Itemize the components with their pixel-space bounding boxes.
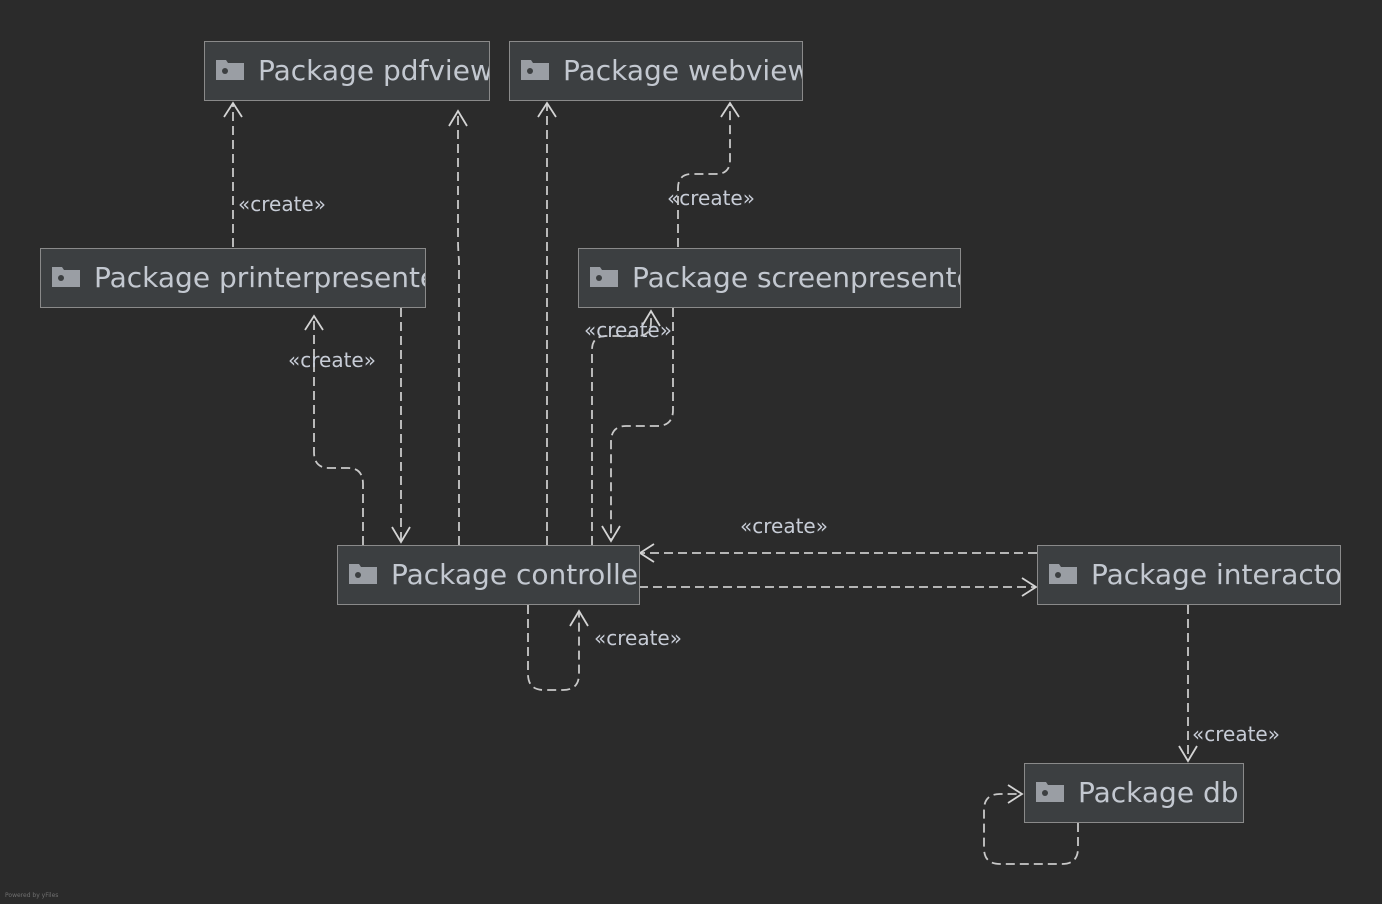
edge-label-interactor-db: «create»: [1192, 722, 1280, 746]
folder-package-icon: [1049, 564, 1077, 584]
package-label: Package screenpresenter: [632, 261, 961, 294]
package-label: Package webview: [563, 54, 803, 87]
package-node-screenpresenter[interactable]: Package screenpresenter: [578, 248, 961, 308]
edge-label-controller-printerpresenter: «create»: [288, 348, 376, 372]
edge-controller-to-webview[interactable]: [537, 101, 557, 545]
edge-label-controller-self: «create»: [594, 626, 682, 650]
edge-label-printerpresenter-pdfview: «create»: [238, 192, 326, 216]
powered-by-footer: Powered by yFiles: [5, 892, 59, 899]
package-label: Package pdfview: [258, 54, 490, 87]
edge-screenpresenter-to-controller[interactable]: [601, 308, 674, 543]
folder-package-icon: [521, 60, 549, 80]
package-node-printerpresenter[interactable]: Package printerpresenter: [40, 248, 426, 308]
edge-controller-to-printerpresenter[interactable]: [304, 314, 364, 545]
edge-label-interactor-controller: «create»: [740, 514, 828, 538]
edge-label-controller-screenpresenter: «create»: [584, 318, 672, 342]
edge-interactor-to-db[interactable]: [1178, 605, 1198, 763]
edge-controller-to-pdfview[interactable]: [448, 109, 468, 545]
edge-controller-self-loop[interactable]: [527, 605, 589, 691]
edge-screenpresenter-to-webview[interactable]: [677, 101, 740, 247]
edge-printerpresenter-to-pdfview[interactable]: [223, 101, 243, 247]
edge-controller-to-interactor[interactable]: [639, 577, 1038, 597]
package-node-pdfview[interactable]: Package pdfview: [204, 41, 490, 101]
package-label: Package db: [1078, 776, 1239, 809]
edge-controller-to-screenpresenter[interactable]: [591, 309, 661, 545]
edge-interactor-to-controller[interactable]: [638, 543, 1037, 563]
package-node-db[interactable]: Package db: [1024, 763, 1244, 823]
edge-db-self-loop[interactable]: [983, 784, 1079, 865]
package-node-interactor[interactable]: Package interactor: [1037, 545, 1341, 605]
folder-package-icon: [216, 60, 244, 80]
package-node-webview[interactable]: Package webview: [509, 41, 803, 101]
edge-label-screenpresenter-webview: «create»: [667, 186, 755, 210]
folder-package-icon: [349, 564, 377, 584]
folder-package-icon: [590, 267, 618, 287]
folder-package-icon: [52, 267, 80, 287]
package-node-controller[interactable]: Package controller: [337, 545, 640, 605]
package-label: Package interactor: [1091, 558, 1341, 591]
package-label: Package printerpresenter: [94, 261, 426, 294]
package-label: Package controller: [391, 558, 640, 591]
folder-package-icon: [1036, 782, 1064, 802]
edge-printerpresenter-to-controller[interactable]: [391, 308, 411, 544]
